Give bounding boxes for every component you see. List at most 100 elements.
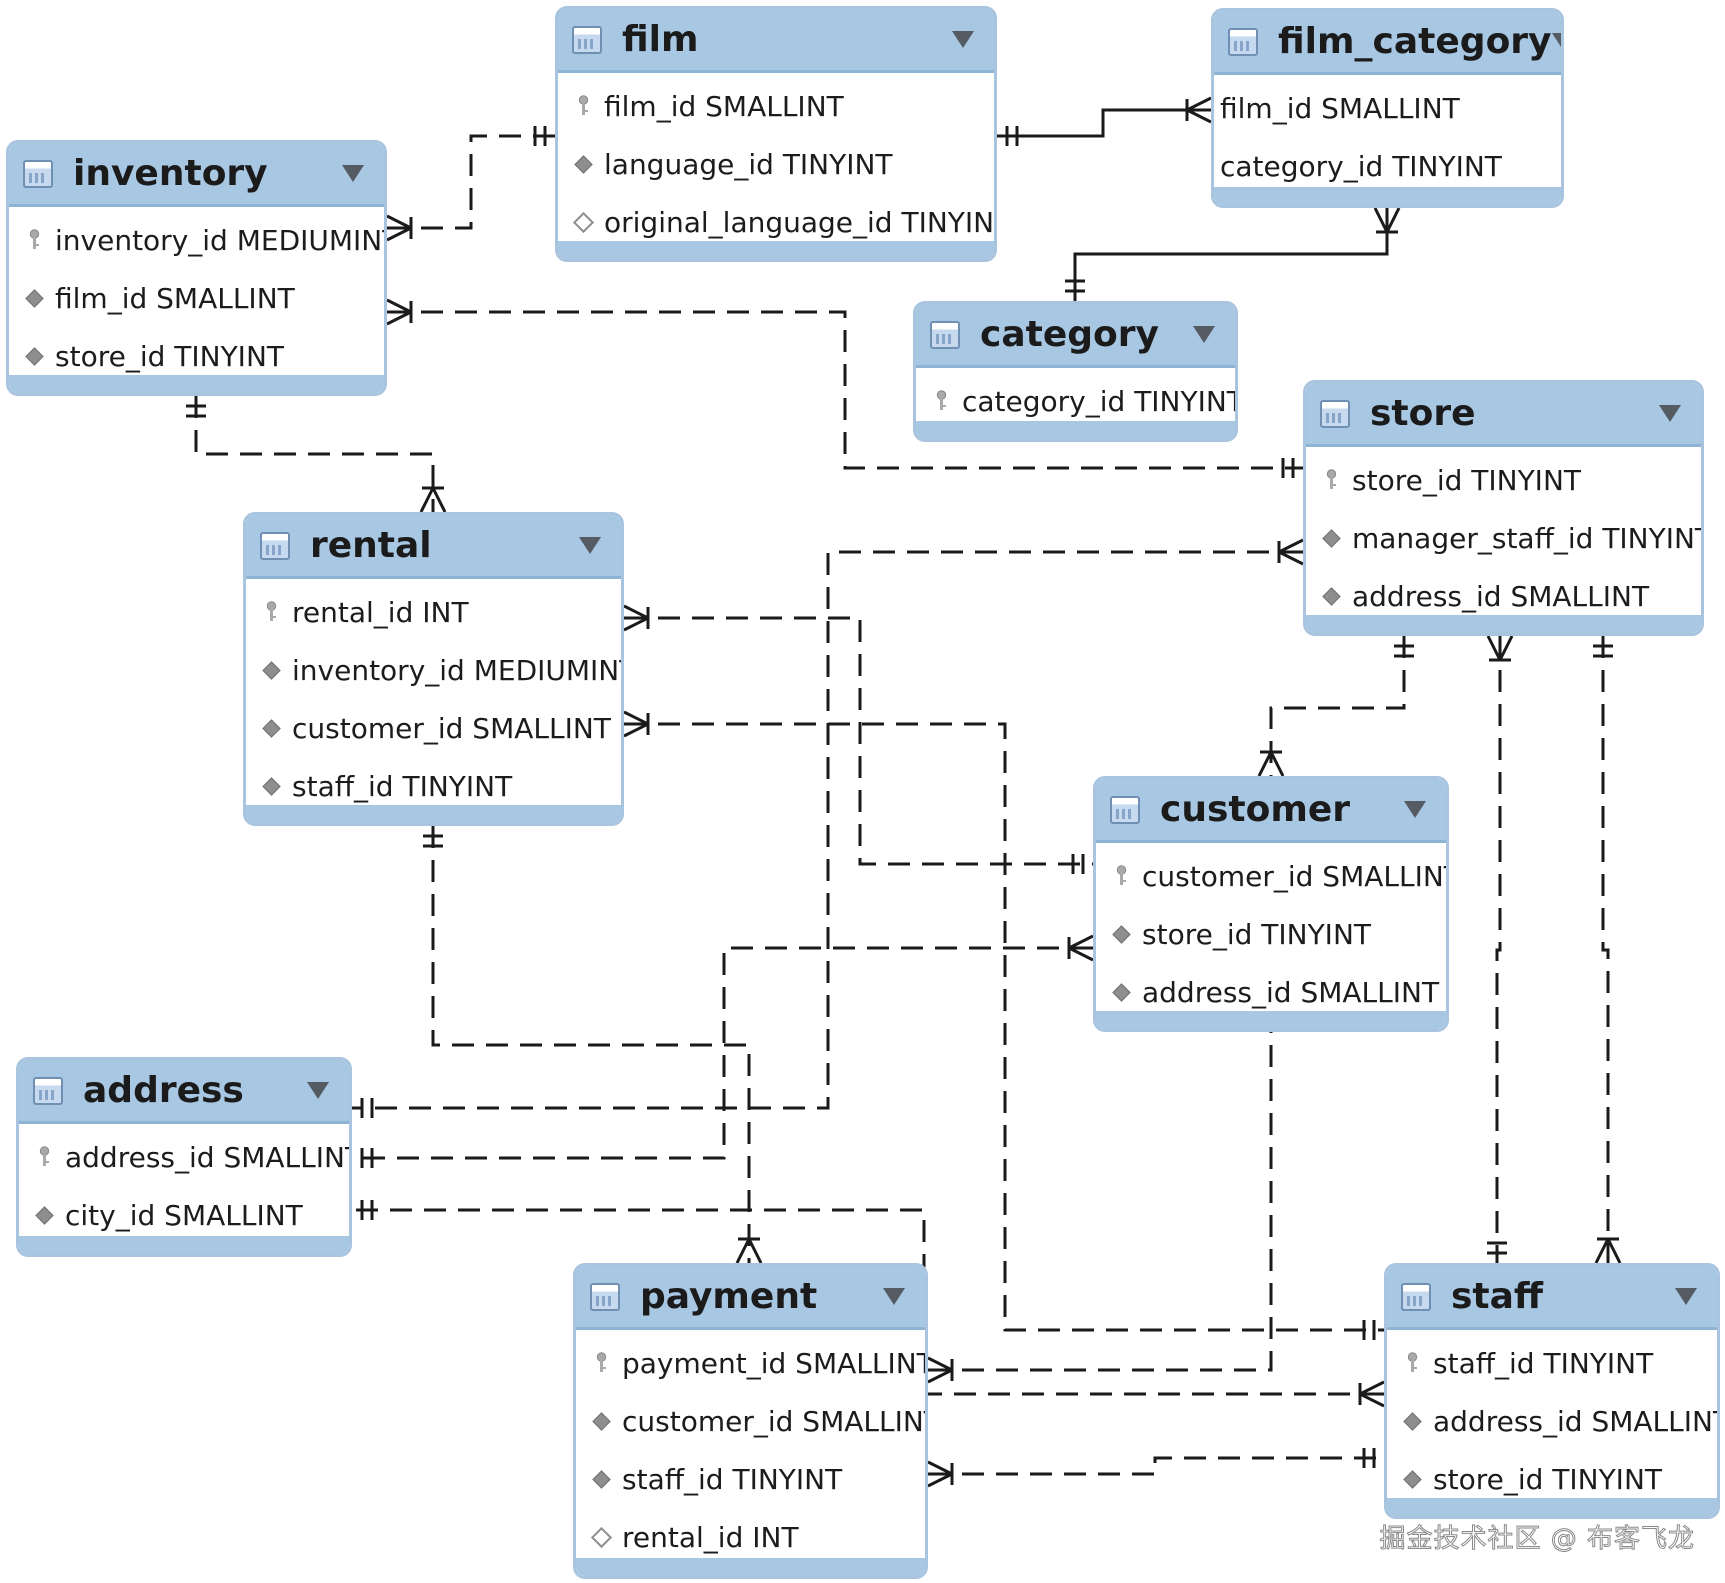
watermark-text: 掘金技术社区 @ 布客飞龙 — [1379, 1524, 1695, 1555]
diamond-filled-icon — [261, 718, 281, 738]
table-header[interactable]: category — [916, 304, 1235, 368]
many-marker — [1373, 207, 1389, 233]
column-label: manager_staff_id TINYINT — [1352, 521, 1704, 555]
column-row: store_id TINYINT — [1387, 1450, 1717, 1508]
column-label: store_id TINYINT — [1142, 917, 1371, 951]
relation-rental-customer — [624, 616, 1093, 866]
diamond-filled-icon — [34, 1205, 54, 1225]
relation-store-address — [352, 550, 1303, 1110]
many-marker — [1359, 1392, 1385, 1408]
table-footer — [19, 1236, 349, 1254]
table-header[interactable]: staff — [1387, 1266, 1717, 1330]
many-marker — [1385, 207, 1401, 233]
table-header[interactable]: film_category — [1214, 11, 1561, 75]
many-marker — [386, 214, 412, 230]
table-name: customer — [1160, 789, 1351, 830]
relation-store-staff — [1601, 636, 1610, 1263]
column-row: staff_id TINYINT — [576, 1450, 925, 1508]
many-marker — [1278, 550, 1304, 566]
table-payment[interactable]: payment payment_id SMALLINT customer_id … — [573, 1263, 928, 1579]
table-icon — [930, 320, 960, 349]
column-row: address_id SMALLINT — [1306, 567, 1701, 625]
many-marker — [386, 226, 412, 242]
table-icon — [1401, 1282, 1431, 1311]
key-icon — [25, 229, 43, 251]
table-staff[interactable]: staff staff_id TINYINT address_id SMALLI… — [1384, 1263, 1720, 1519]
many-marker — [1068, 934, 1094, 950]
table-inventory[interactable]: inventory inventory_id MEDIUMINT film_id… — [6, 140, 387, 396]
column-row: category_id TINYINT — [916, 372, 1235, 430]
many-marker — [1486, 635, 1502, 661]
table-footer — [916, 421, 1235, 439]
table-customer[interactable]: customer customer_id SMALLINT store_id T… — [1093, 776, 1449, 1032]
diamond-filled-icon — [1111, 982, 1131, 1002]
table-footer — [576, 1558, 925, 1576]
dropdown-arrow-icon[interactable] — [952, 31, 974, 48]
key-icon — [574, 95, 592, 117]
table-address[interactable]: address address_id SMALLINT city_id SMAL… — [16, 1057, 352, 1257]
column-label: address_id SMALLINT — [1352, 579, 1650, 613]
table-footer — [1096, 1011, 1446, 1029]
table-footer — [1214, 187, 1561, 205]
diamond-filled-icon — [261, 776, 281, 796]
dropdown-arrow-icon[interactable] — [1675, 1288, 1697, 1305]
table-header[interactable]: payment — [576, 1266, 925, 1330]
diamond-filled-icon — [591, 1469, 611, 1489]
table-name: staff — [1451, 1276, 1544, 1317]
dropdown-arrow-icon[interactable] — [1404, 801, 1426, 818]
column-label: payment_id SMALLINT — [622, 1346, 928, 1380]
many-marker — [747, 1238, 763, 1264]
many-marker — [1269, 751, 1285, 777]
many-marker — [623, 604, 649, 620]
column-row: customer_id SMALLINT — [1096, 847, 1446, 905]
table-name: address — [83, 1070, 244, 1111]
table-header[interactable]: customer — [1096, 779, 1446, 843]
column-label: film_id SMALLINT — [55, 281, 295, 315]
relation-film-category-category — [1073, 208, 1389, 301]
column-row: address_id SMALLINT — [19, 1128, 349, 1186]
relation-rental-staff — [624, 722, 1384, 1332]
column-label: rental_id INT — [292, 595, 469, 629]
dropdown-arrow-icon[interactable] — [342, 165, 364, 182]
dropdown-arrow-icon[interactable] — [883, 1288, 905, 1305]
table-store[interactable]: store store_id TINYINT manager_staff_id … — [1303, 380, 1704, 636]
dropdown-arrow-icon[interactable] — [1659, 405, 1681, 422]
relation-inventory-film — [387, 134, 555, 230]
column-row: customer_id SMALLINT — [576, 1392, 925, 1450]
diamond-hollow-icon — [572, 211, 594, 233]
diamond-hollow-icon — [590, 1526, 612, 1548]
diamond-filled-icon — [261, 660, 281, 680]
column-label: city_id SMALLINT — [65, 1198, 303, 1232]
relation-staff-store — [1495, 636, 1502, 1263]
column-label: address_id SMALLINT — [1142, 975, 1440, 1009]
column-label: language_id TINYINT — [604, 147, 893, 181]
relation-payment-rental — [431, 826, 751, 1263]
table-category[interactable]: category category_id TINYINT — [913, 301, 1238, 442]
column-label: address_id SMALLINT — [65, 1140, 352, 1174]
table-header[interactable]: inventory — [9, 143, 384, 207]
table-film-category[interactable]: film_category film_id SMALLINT category_… — [1211, 8, 1564, 208]
table-film[interactable]: film film_id SMALLINT language_id TINYIN… — [555, 6, 997, 262]
column-label: film_id SMALLINT — [1220, 91, 1460, 125]
many-marker — [623, 710, 649, 726]
table-footer — [1387, 1498, 1717, 1516]
key-icon — [1112, 865, 1130, 887]
table-header[interactable]: address — [19, 1060, 349, 1124]
table-header[interactable]: rental — [246, 515, 621, 579]
column-row: payment_id SMALLINT — [576, 1334, 925, 1392]
column-row: staff_id TINYINT — [1387, 1334, 1717, 1392]
dropdown-arrow-icon[interactable] — [1193, 326, 1215, 343]
column-row: customer_id SMALLINT — [246, 699, 621, 757]
table-header[interactable]: film — [558, 9, 994, 73]
many-marker — [1257, 751, 1273, 777]
column-row: address_id SMALLINT — [1096, 963, 1446, 1021]
column-row: store_id TINYINT — [1096, 905, 1446, 963]
table-rental[interactable]: rental rental_id INT inventory_id MEDIUM… — [243, 512, 624, 826]
dropdown-arrow-icon[interactable] — [1551, 33, 1561, 50]
dropdown-arrow-icon[interactable] — [579, 537, 601, 554]
column-label: staff_id TINYINT — [1433, 1346, 1654, 1380]
key-icon — [592, 1352, 610, 1374]
column-row: film_id SMALLINT — [558, 77, 994, 135]
dropdown-arrow-icon[interactable] — [307, 1082, 329, 1099]
table-header[interactable]: store — [1306, 383, 1701, 447]
